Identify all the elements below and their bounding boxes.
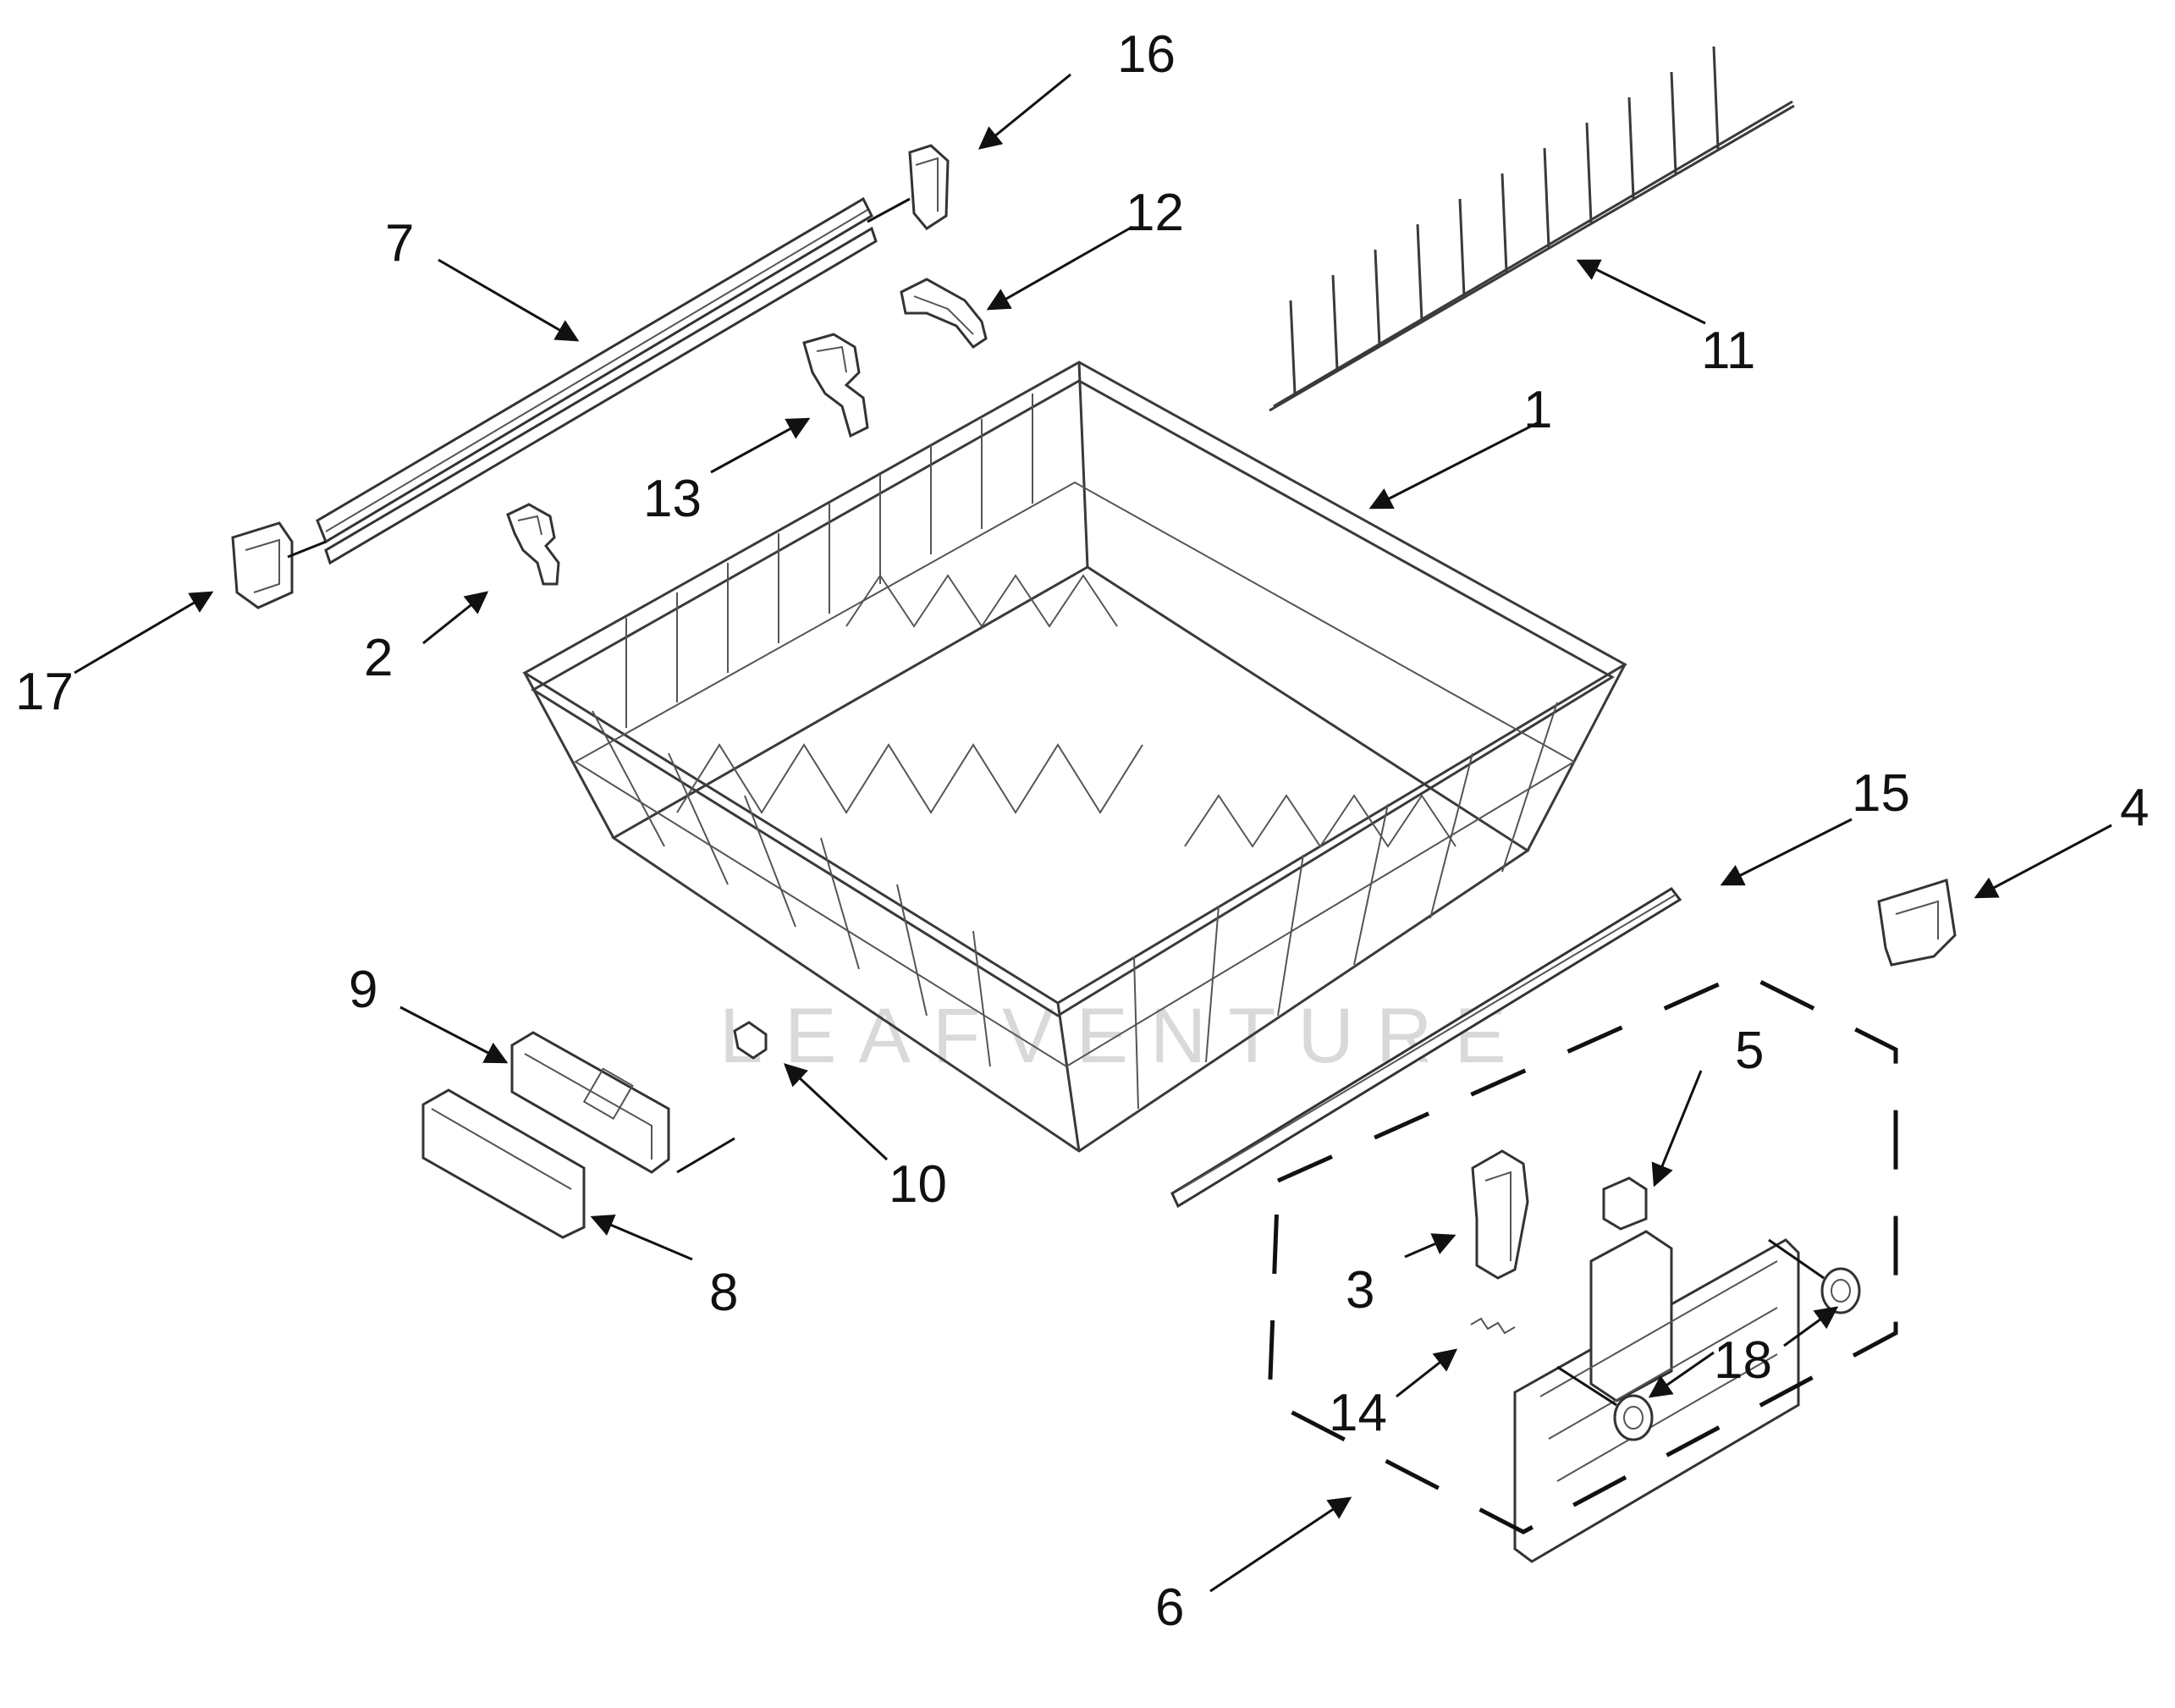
watermark: LEAFVENTURE <box>719 993 1528 1079</box>
part-1-upper-rack-basket <box>522 361 1628 1153</box>
callout-3: 3 <box>1346 1261 1374 1320</box>
part-6-adjuster-assembly <box>1470 1230 1861 1563</box>
callout-4: 4 <box>2120 779 2149 837</box>
part-11-tine-row <box>1269 46 1795 412</box>
part-15-rack-bar <box>1170 887 1682 1209</box>
callout-7: 7 <box>385 214 414 273</box>
callout-9: 9 <box>349 961 377 1019</box>
callout-15: 15 <box>1852 764 1910 823</box>
part-8-handle-cover <box>421 1088 586 1239</box>
part-9-handle-base <box>510 1031 670 1174</box>
part-3-latch <box>1471 1149 1529 1280</box>
callout-10: 10 <box>889 1155 947 1214</box>
leader-arrows <box>74 73 2112 1593</box>
callout-8: 8 <box>709 1264 738 1322</box>
callout-14: 14 <box>1329 1384 1387 1442</box>
part-7-rack-rail <box>316 196 878 565</box>
callout-5: 5 <box>1735 1022 1764 1080</box>
part-4-bracket <box>1877 879 1957 967</box>
callout-17: 17 <box>15 663 74 721</box>
callout-1: 1 <box>1523 381 1552 439</box>
callout-16: 16 <box>1117 25 1176 84</box>
part-13-rack-clip <box>802 333 869 438</box>
callout-labels: 1 2 3 4 5 6 7 8 9 10 11 12 13 14 15 16 1… <box>15 25 2149 1637</box>
part-16-rail-end-cap <box>867 144 950 230</box>
callout-12: 12 <box>1126 184 1184 242</box>
part-5-small-clip <box>1602 1176 1648 1231</box>
assembly-6-boundary <box>1267 971 1898 1534</box>
part-17-rail-stop <box>231 521 327 609</box>
part-12-rack-clip <box>900 278 988 350</box>
callout-6: 6 <box>1155 1579 1184 1637</box>
callout-18: 18 <box>1714 1331 1772 1390</box>
part-2-rack-clip <box>506 503 560 586</box>
callout-13: 13 <box>643 470 702 528</box>
callout-11: 11 <box>1701 322 1755 380</box>
callout-2: 2 <box>364 629 393 687</box>
part-10-screw <box>676 1021 768 1174</box>
